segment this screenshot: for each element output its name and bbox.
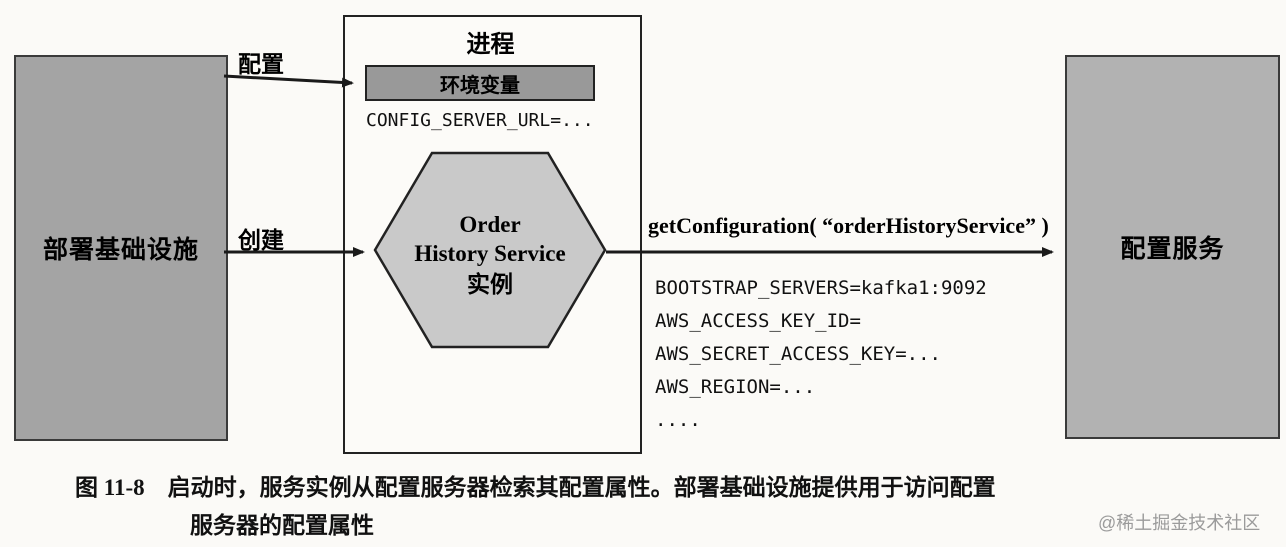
service-instance-text: Order History Service 实例	[375, 210, 605, 300]
config-server-url-text: CONFIG_SERVER_URL=...	[366, 110, 594, 131]
configuration-properties-list: BOOTSTRAP_SERVERS=kafka1:9092 AWS_ACCESS…	[655, 272, 987, 437]
config-property-line: AWS_REGION=...	[655, 376, 816, 398]
configure-arrow-label: 配置	[238, 51, 284, 77]
config-property-line: ....	[655, 409, 701, 431]
figure-caption-line1: 图 11-8 启动时，服务实例从配置服务器检索其配置属性。部署基础设施提供用于访…	[75, 475, 996, 500]
environment-variables-label: 环境变量	[440, 74, 520, 97]
service-instance-label: 实例	[467, 271, 513, 297]
service-name-line2: History Service	[414, 241, 566, 266]
environment-variables-bar: 环境变量	[365, 65, 595, 101]
get-configuration-arrow-label: getConfiguration( “orderHistoryService” …	[648, 213, 1049, 238]
config-property-line: BOOTSTRAP_SERVERS=kafka1:9092	[655, 277, 987, 299]
deployment-infrastructure-label: 部署基础设施	[42, 236, 199, 264]
configuration-service-box: 配置服务	[1065, 55, 1280, 439]
configuration-service-label: 配置服务	[1120, 235, 1225, 263]
config-property-line: AWS_SECRET_ACCESS_KEY=...	[655, 343, 941, 365]
service-name-line1: Order	[459, 212, 521, 237]
process-title: 进程	[466, 31, 515, 58]
create-arrow-label: 创建	[238, 227, 284, 253]
deployment-infrastructure-box: 部署基础设施	[14, 55, 228, 441]
watermark-text: @稀土掘金技术社区	[1098, 513, 1261, 533]
figure-caption-line2: 服务器的配置属性	[190, 513, 374, 538]
config-property-line: AWS_ACCESS_KEY_ID=	[655, 310, 861, 332]
